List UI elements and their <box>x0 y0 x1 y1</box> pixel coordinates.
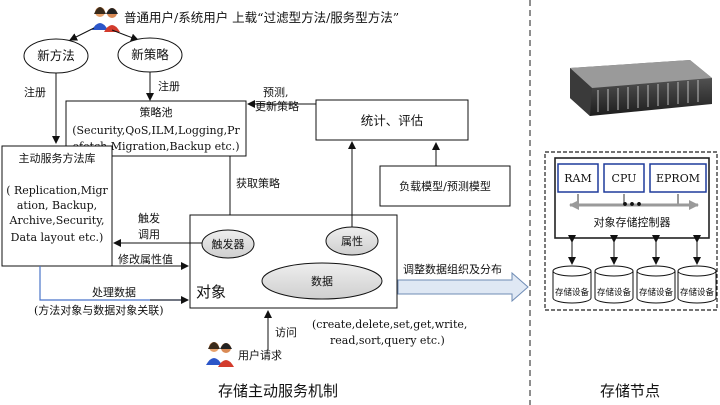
storage-device <box>636 265 676 304</box>
new-method-label: 新方法 <box>37 48 75 63</box>
object-label: 对象 <box>196 283 226 301</box>
arrow-users-new-policy <box>111 29 139 42</box>
data-node <box>261 262 383 300</box>
policy-pool-line2: efetch,Migration,Backup etc.) <box>72 140 239 153</box>
user-request-label: 用户请求 <box>238 348 282 362</box>
method-object-link-label: (方法对象与数据对象关联) <box>34 303 164 317</box>
storage-device-label: 存储设备 <box>680 287 715 298</box>
users-upload-label: 普通用户/系统用户 上载“过滤型方法/服务型方法” <box>124 10 399 25</box>
get-policy-label: 获取策略 <box>236 176 280 190</box>
new-policy-label: 新策略 <box>131 47 169 62</box>
users-icon <box>206 342 234 367</box>
data-label: 数据 <box>311 274 333 288</box>
trigger-call-label-1: 触发 <box>138 211 160 225</box>
stats-eval-box <box>315 99 469 141</box>
storage-device <box>594 265 634 304</box>
storage-device-label: 存储设备 <box>555 287 590 298</box>
access-label: 访问 <box>275 326 297 339</box>
operations-line2: read,sort,query etc.) <box>330 334 445 347</box>
cpu-chip <box>603 163 645 193</box>
service-library-line: Data layout etc.) <box>11 231 104 244</box>
arrow-users-new-method <box>69 27 95 41</box>
predict-label-2: 更新策略 <box>255 99 299 113</box>
storage-device <box>677 265 717 304</box>
cpu-label: CPU <box>612 172 637 185</box>
trigger-label: 触发器 <box>212 237 245 251</box>
policy-pool-line1: (Security,QoS,ILM,Logging,Pr <box>72 124 240 137</box>
adjust-data-label: 调整数据组织及分布 <box>403 262 502 276</box>
trigger-call-label-2: 调用 <box>138 228 160 241</box>
storage-device-label: 存储设备 <box>639 287 674 298</box>
caption-right: 存储节点 <box>600 382 660 400</box>
ram-label: RAM <box>564 172 592 185</box>
modify-attribute-label: 修改属性值 <box>118 252 173 266</box>
controller-label: 对象存储控制器 <box>594 215 671 229</box>
storage-device <box>552 265 592 304</box>
operations-line1: (create,delete,set,get,write, <box>312 318 467 331</box>
process-data-label: 处理数据 <box>92 285 136 299</box>
stats-eval-label: 统计、评估 <box>361 113 424 128</box>
adjust-data-arrow <box>397 271 529 303</box>
register-left-label: 注册 <box>24 85 46 99</box>
eprom-chip <box>649 163 707 193</box>
service-method-library-box <box>1 145 113 267</box>
service-library-line: Archive,Security, <box>9 214 105 227</box>
disk-group <box>568 235 701 265</box>
ellipsis-label: ••• <box>621 198 642 211</box>
service-library-line: ( Replication,Migr <box>6 184 108 197</box>
attribute-label: 属性 <box>341 234 363 248</box>
ram-chip <box>557 163 599 193</box>
users-icon <box>92 7 120 32</box>
load-model-box <box>379 165 511 207</box>
trigger-node <box>201 229 255 259</box>
process-data-line <box>39 266 188 301</box>
service-library-title: 主动服务方法库 <box>19 151 96 165</box>
load-model-label: 负载模型/预测模型 <box>399 179 491 193</box>
service-library-line: ation, Backup, <box>17 199 97 212</box>
caption-left: 存储主动服务机制 <box>218 382 338 400</box>
register-right-label: 注册 <box>158 79 180 93</box>
predict-label-1: 预测, <box>263 86 289 99</box>
policy-pool-title: 策略池 <box>140 105 173 119</box>
storage-device-label: 存储设备 <box>597 287 632 298</box>
server-rack-icon <box>570 60 712 116</box>
eprom-label: EPROM <box>656 172 700 185</box>
